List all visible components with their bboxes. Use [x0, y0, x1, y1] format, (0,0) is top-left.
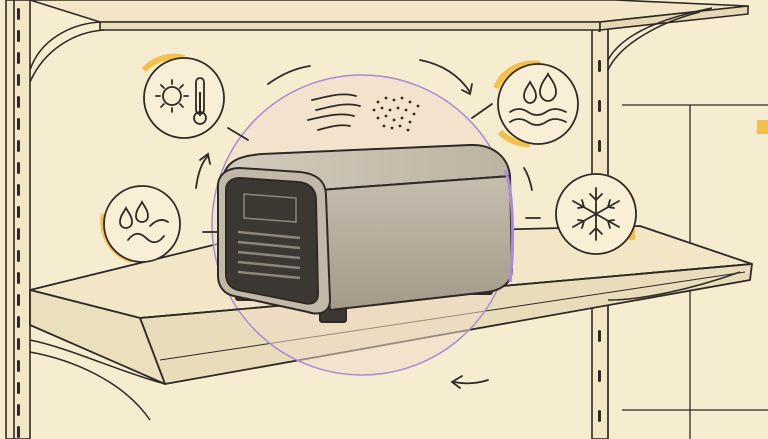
- snowflake-icon: [555, 173, 637, 255]
- lower-left-bracket: [29, 339, 166, 421]
- top-shelf: [29, 0, 749, 83]
- lower-right-bracket: [607, 271, 741, 301]
- air-flow-icon: [307, 93, 361, 131]
- yellow-tab-marker: [757, 120, 768, 134]
- water-waves-icon: [493, 60, 579, 148]
- left-rail-slots: [17, 8, 20, 438]
- sun-thermometer-icon: [141, 53, 225, 139]
- cycle-arrows: [195, 59, 541, 389]
- storage-device: [217, 143, 515, 323]
- droplets-drain-icon: [100, 185, 181, 263]
- left-shelf-rail: [5, 0, 31, 439]
- dust-particles-icon: [372, 96, 420, 132]
